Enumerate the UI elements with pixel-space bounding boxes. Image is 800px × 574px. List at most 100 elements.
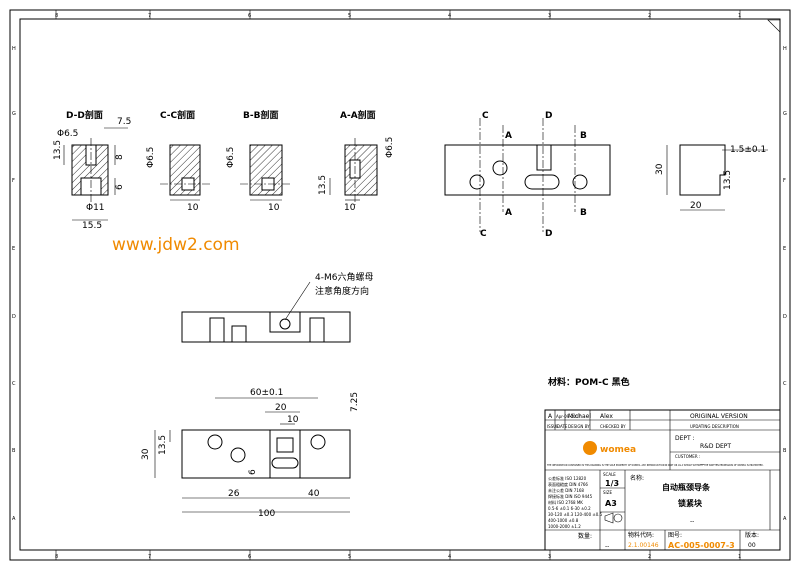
tb-date: Apr-09-2017 [556, 414, 581, 419]
marker-c: C [480, 229, 487, 239]
lower-slot-block [269, 429, 301, 479]
marker-b: B [580, 208, 587, 218]
section-cc: C-C剖面 Φ6.5 10 [146, 109, 210, 213]
tb-standard: 材料 ISO 2768 MK [548, 499, 583, 505]
dim-top-40: 40 [308, 489, 320, 499]
tb-version-desc: ORIGINAL VERSION [690, 413, 748, 420]
dim-top-10: 10 [287, 415, 299, 425]
border-side-letter: E [12, 246, 15, 252]
section-dd: D-D剖面 Φ6.5 7.5 13.5 8 6 Φ11 15.5 [53, 109, 131, 231]
tb-checked-label: CHECKED BY [600, 424, 626, 429]
tb-checker: Alex [600, 413, 613, 420]
tb-issue: A [548, 413, 553, 420]
border-top-number: 6 [248, 13, 251, 19]
dim-dd-phi11: Φ11 [86, 203, 105, 213]
projection-symbol [604, 512, 623, 524]
bolt [536, 144, 552, 171]
dim-aa-10: 10 [344, 203, 356, 213]
top-view-body [444, 144, 611, 196]
tb-designer: Michael [568, 413, 591, 420]
tb-issue-label: ISSUE [547, 424, 559, 429]
dim-top-100: 100 [258, 509, 275, 519]
tb-size-label: SIZE [603, 490, 612, 495]
section-cc-title: C-C剖面 [160, 109, 195, 121]
section-aa-title: A-A剖面 [340, 109, 376, 121]
dim-bb-10: 10 [268, 203, 280, 213]
border-side-letter: E [783, 246, 786, 252]
dim-top-725: 7.25 [350, 392, 360, 412]
border-side-letter: G [783, 111, 787, 117]
marker-a: A [505, 208, 512, 218]
front-nut [231, 325, 247, 343]
marker-c: C [482, 111, 489, 121]
dim-top-60: 60±0.1 [250, 388, 283, 398]
section-bb-title: B-B剖面 [243, 109, 278, 121]
logo-mark [583, 441, 597, 455]
tb-drawing-value: AC-005-0007-3 [668, 541, 735, 550]
top-view-upper: C A D B A B C D [444, 111, 611, 239]
border-side-letter: H [12, 46, 16, 52]
dim-top-135: 13.5 [158, 435, 168, 455]
tb-qty-label: 数量: [578, 532, 592, 540]
border-side-letter: F [12, 178, 15, 184]
title-block: A Apr-09-2017 Michael Alex ORIGINAL VERS… [544, 409, 781, 551]
tb-drawing-label: 图号: [668, 532, 682, 539]
tb-date-label: DATE [557, 424, 568, 429]
dim-top-26: 26 [228, 489, 240, 499]
tb-standard: 未注公差 DIN 7168 [548, 487, 584, 493]
tb-version-label: 版本: [745, 531, 759, 539]
tb-dept-label: DEPT : [675, 435, 695, 442]
note-line1: 4-M6六角螺母 [315, 271, 373, 283]
border-bottom-number: 5 [348, 554, 351, 560]
tb-standard: 400-1000 ±0.8 [548, 518, 579, 523]
dim-dd-6: 6 [115, 184, 125, 190]
note-line2: 注意角度方向 [315, 285, 369, 297]
side-view-body [679, 144, 726, 196]
dim-top-30: 30 [141, 448, 151, 460]
tb-matcode-label: 物料代码: [628, 531, 654, 539]
dim-top-6: 6 [248, 469, 258, 475]
section-aa: A-A剖面 Φ6.5 13.5 10 [318, 109, 395, 213]
border-side-letter: C [12, 381, 16, 387]
border-bottom-number: 2 [648, 554, 651, 560]
border-side-letter: B [783, 448, 787, 454]
dim-aa-phi65: Φ6.5 [385, 137, 395, 158]
border-side-letter: A [12, 516, 16, 522]
tb-version-value: 00 [748, 542, 756, 549]
lower-nut [310, 434, 326, 450]
border-bottom-number: 8 [55, 554, 58, 560]
tb-dept-value: R&D DEPT [700, 443, 731, 450]
front-nut [209, 317, 225, 343]
border-top-number: 1 [738, 13, 741, 19]
front-view-body [181, 311, 351, 343]
dim-dd-155: 15.5 [82, 221, 102, 231]
border-top-number: 5 [348, 13, 351, 19]
border-top-number: 3 [548, 13, 551, 19]
watermark: www.jdw2.com [112, 235, 240, 255]
marker-d: D [545, 229, 552, 239]
border-bottom-number: 6 [248, 554, 251, 560]
dim-cc-phi65: Φ6.5 [146, 147, 156, 168]
border-side-letter: C [783, 381, 787, 387]
tb-standard: 焊接标准 DIN ISO 9445 [548, 493, 593, 499]
tb-standard: 30-120 ±0.3 120-400 ±0.5 [548, 512, 603, 517]
dim-aa-135: 13.5 [318, 175, 328, 195]
marker-d: D [545, 111, 552, 121]
marker-a: A [505, 131, 512, 141]
dim-side-135: 13.5 [723, 170, 733, 190]
tb-disclaimer: THE INFORMATION CONTAINED IN THIS DRAWIN… [547, 464, 764, 467]
dim-dd-135: 13.5 [53, 140, 63, 160]
tb-standard: 公差标准 ISO 12820 [548, 475, 587, 481]
lower-nut [207, 434, 223, 450]
lower-nut [230, 447, 246, 463]
dim-dd-75: 7.5 [117, 117, 131, 127]
border-side-letter: F [783, 178, 786, 184]
tb-standard: 表面粗糙度 DIN 4766 [548, 481, 588, 487]
dim-side-20: 20 [690, 201, 702, 211]
tb-standard: 0.5-6 ±0.1 6-30 ±0.2 [548, 506, 591, 511]
border-top-number: 4 [448, 13, 451, 19]
top-view-lower: 60±0.1 20 10 7.25 13.5 30 6 26 40 100 [141, 388, 360, 519]
tb-qty-value: -- [605, 543, 609, 550]
border-side-letter: B [12, 448, 16, 454]
